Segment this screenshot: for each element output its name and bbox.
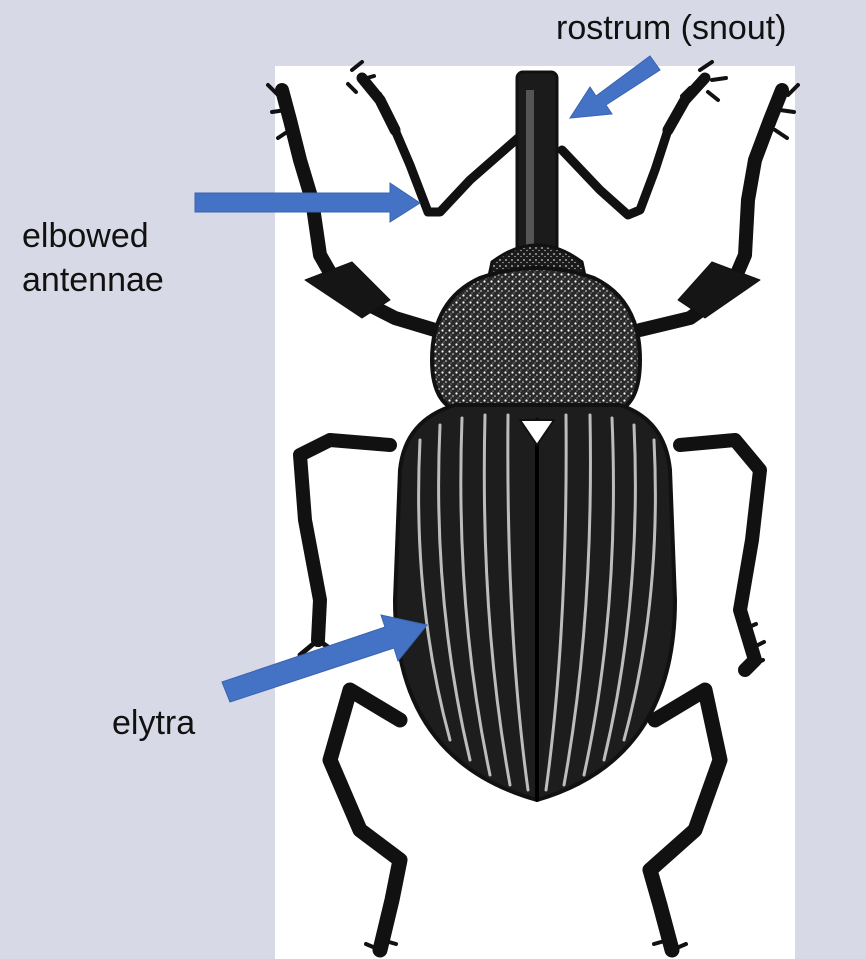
antennae-label-line-2: antennae <box>22 260 164 300</box>
thorax <box>432 268 640 410</box>
antennae-label-line-1: elbowed <box>22 216 149 256</box>
rostrum-label: rostrum (snout) <box>556 8 787 48</box>
rostrum <box>517 72 557 262</box>
elytra-label: elytra <box>112 703 195 743</box>
